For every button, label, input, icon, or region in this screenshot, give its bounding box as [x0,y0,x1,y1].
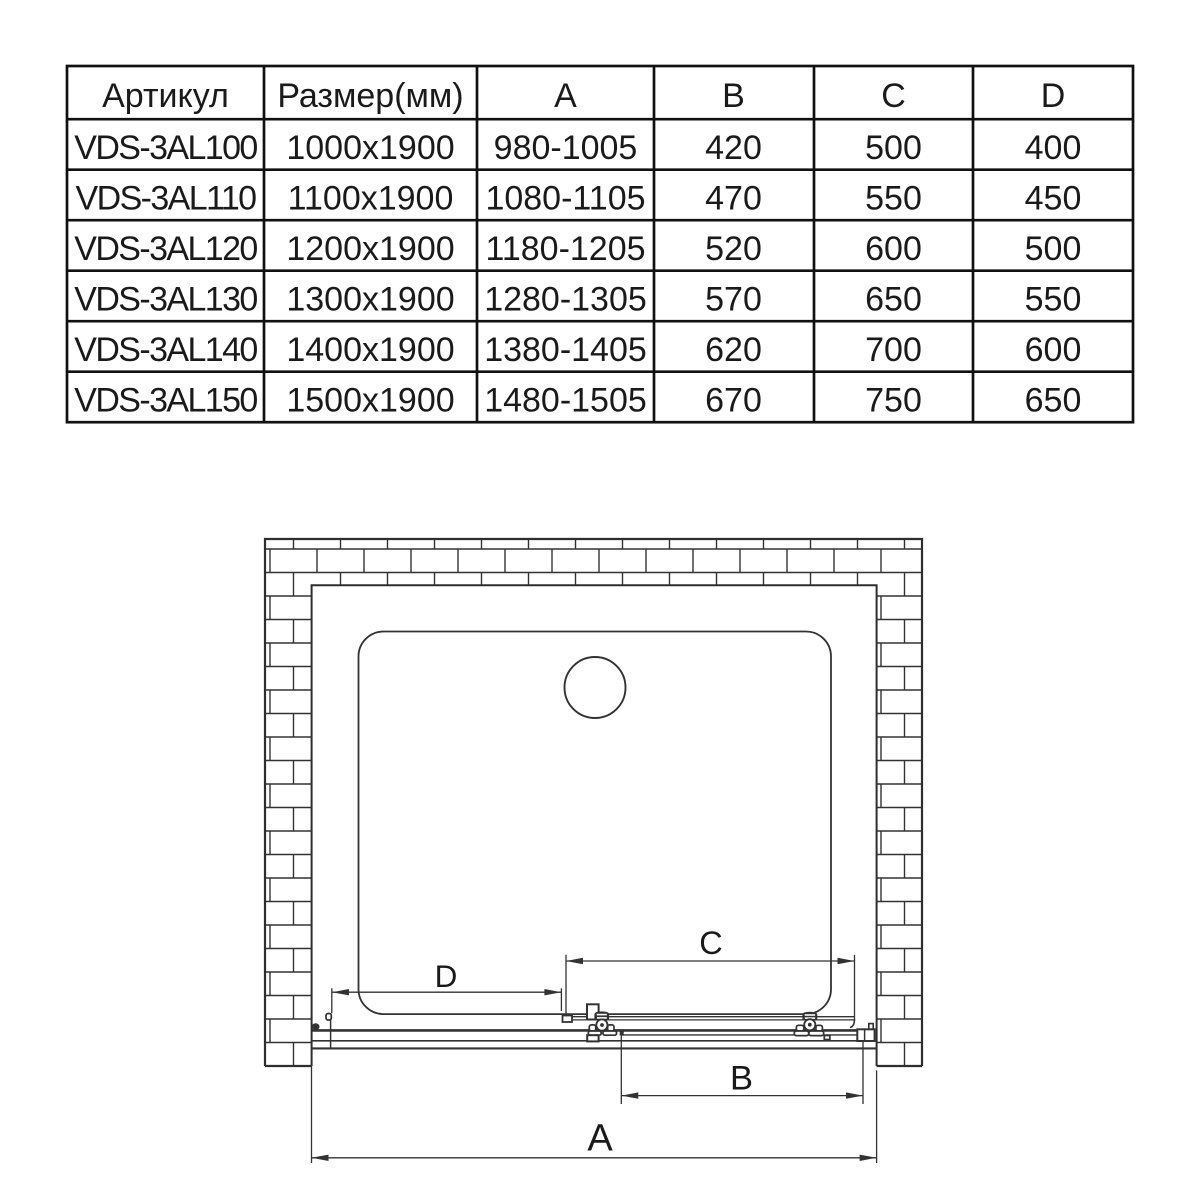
svg-text:D: D [435,958,458,994]
svg-text:750: 750 [865,382,922,420]
svg-text:600: 600 [1025,331,1082,369]
svg-text:520: 520 [705,230,762,268]
svg-text:550: 550 [865,180,922,218]
svg-text:1280-1305: 1280-1305 [484,281,647,319]
svg-text:VDS-3AL100: VDS-3AL100 [74,129,257,167]
svg-text:1380-1405: 1380-1405 [484,331,647,369]
svg-text:A: A [587,1118,613,1160]
svg-text:550: 550 [1025,281,1082,319]
svg-text:1080-1105: 1080-1105 [485,180,645,218]
svg-text:D: D [1041,77,1066,115]
svg-text:VDS-3AL130: VDS-3AL130 [74,281,257,319]
svg-text:980-1005: 980-1005 [494,129,638,167]
svg-text:VDS-3AL140: VDS-3AL140 [74,331,257,369]
svg-text:420: 420 [705,129,762,167]
svg-text:1400х1900: 1400х1900 [286,331,454,369]
svg-text:С: С [881,77,906,115]
svg-text:VDS-3AL120: VDS-3AL120 [74,230,257,268]
svg-text:C: C [699,925,722,961]
svg-text:650: 650 [865,281,922,319]
svg-text:620: 620 [705,331,762,369]
svg-text:700: 700 [865,331,922,369]
svg-text:1480-1505: 1480-1505 [484,382,647,420]
svg-text:600: 600 [865,230,922,268]
svg-text:Артикул: Артикул [102,77,229,115]
svg-text:400: 400 [1025,129,1082,167]
svg-text:B: B [730,1060,753,1098]
svg-text:500: 500 [1025,230,1082,268]
svg-text:А: А [554,77,577,115]
svg-text:570: 570 [705,281,762,319]
svg-text:В: В [722,77,745,115]
svg-text:1100х1900: 1100х1900 [288,180,454,218]
svg-text:650: 650 [1025,382,1082,420]
svg-text:450: 450 [1025,180,1082,218]
svg-text:Размер(мм): Размер(мм) [277,77,463,115]
svg-text:500: 500 [865,129,922,167]
svg-text:1200х1900: 1200х1900 [286,230,454,268]
svg-text:1500х1900: 1500х1900 [286,382,454,420]
svg-text:1000х1900: 1000х1900 [286,129,454,167]
svg-text:VDS-3AL110: VDS-3AL110 [76,180,257,218]
svg-text:670: 670 [705,382,762,420]
svg-text:1180-1205: 1180-1205 [485,230,645,268]
svg-text:1300х1900: 1300х1900 [286,281,454,319]
svg-text:470: 470 [705,180,762,218]
svg-text:VDS-3AL150: VDS-3AL150 [74,382,257,420]
